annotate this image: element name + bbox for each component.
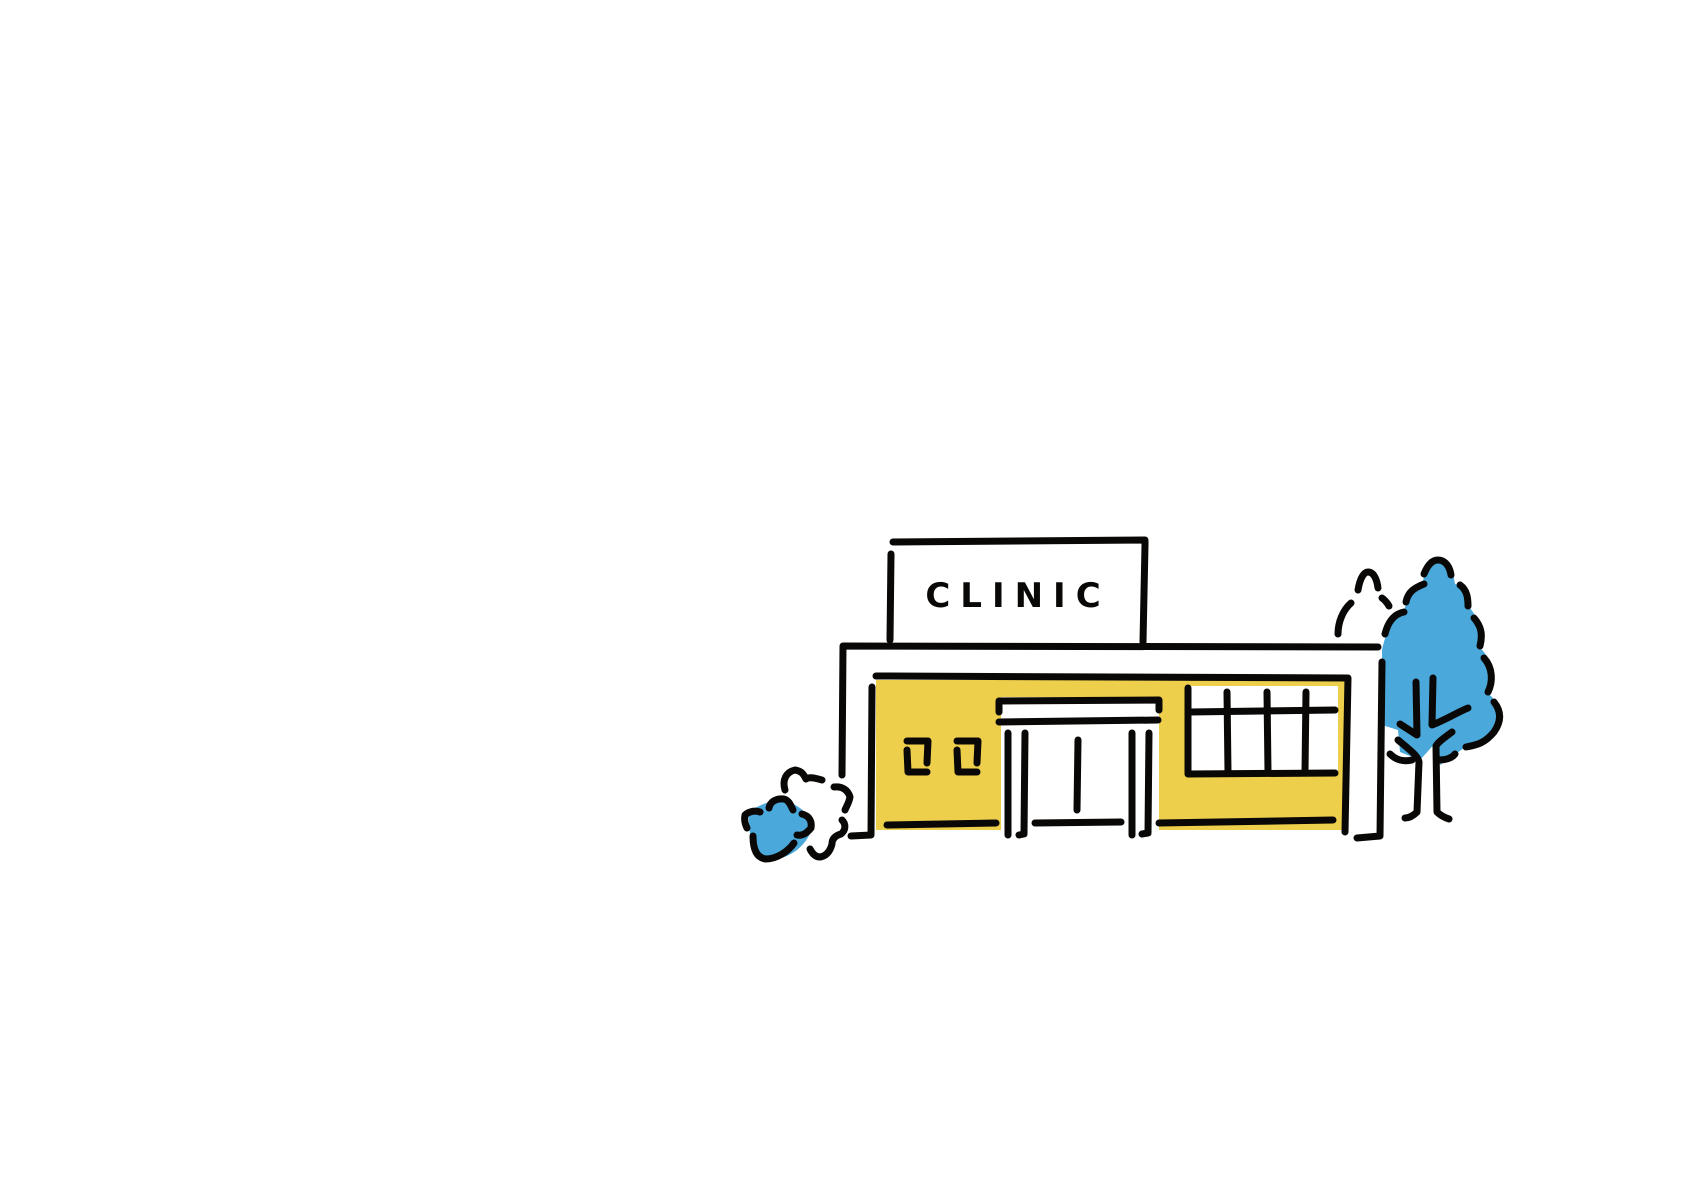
clinic-sign: CLINIC: [886, 536, 1149, 646]
small-window-left: [903, 737, 932, 776]
tree-foliage: [1382, 560, 1502, 765]
outline-tree: [1334, 568, 1393, 638]
blue-tree: [1381, 556, 1504, 823]
door-canopy: [995, 696, 1163, 716]
bush: [741, 766, 854, 863]
small-window-right: [953, 737, 982, 776]
large-window: [1184, 684, 1339, 778]
entrance-door: [1004, 729, 1153, 839]
clinic-building: [838, 642, 1386, 842]
clinic-sign-text: CLINIC: [925, 576, 1110, 616]
